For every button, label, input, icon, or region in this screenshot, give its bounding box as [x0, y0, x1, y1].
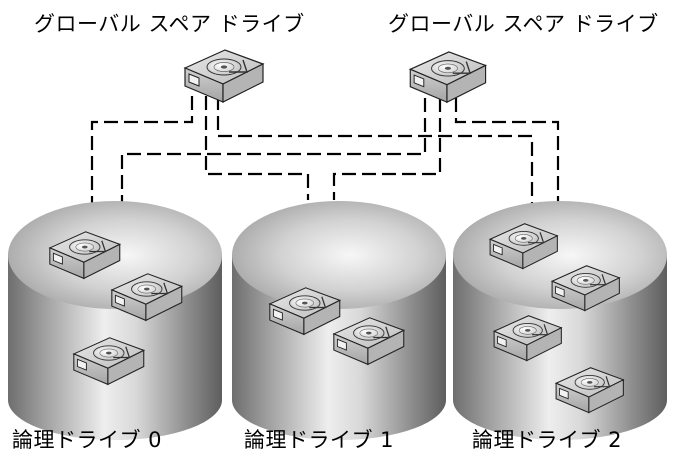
cylinder-drive-1 [232, 201, 446, 440]
spare2-to-drive1-line [332, 98, 442, 200]
spare1-to-drive2-line [216, 96, 534, 206]
global-spare-2-hdd-icon [409, 51, 487, 103]
spare2-to-drive0-line [120, 98, 427, 206]
logical-drive-1-label: 論理ドライブ 1 [244, 428, 395, 452]
spare1-to-drive0-line [90, 96, 194, 206]
spare1-to-drive1-line [204, 96, 310, 200]
logical-drive-2-label: 論理ドライブ 2 [472, 428, 623, 452]
logical-drive-0-label: 論理ドライブ 0 [12, 428, 163, 452]
cylinder-drive-0 [8, 201, 222, 440]
cylinder-drive-2 [453, 201, 667, 440]
global-spare-1-label: グローバル スペア ドライブ [34, 12, 305, 36]
global-spare-1-hdd-icon [184, 49, 264, 103]
spare2-to-drive2-line [454, 98, 560, 206]
connection-lines [90, 96, 560, 206]
global-spare-2-label: グローバル スペア ドライブ [388, 12, 659, 36]
